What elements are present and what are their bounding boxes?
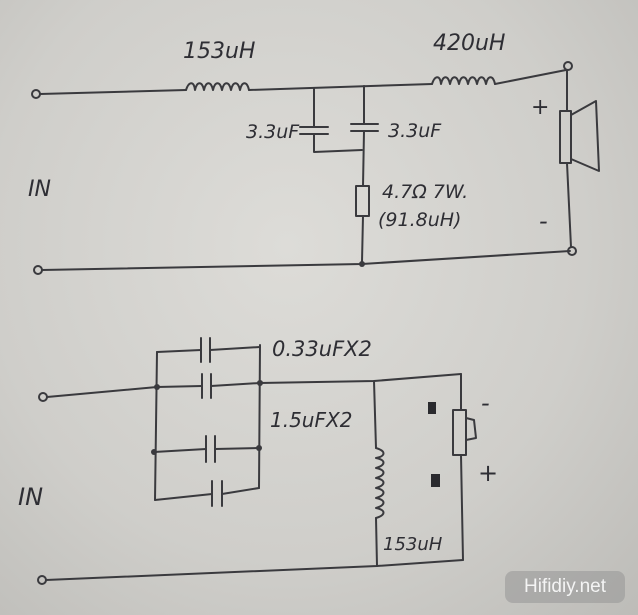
lower-capacitor-3 xyxy=(205,435,216,463)
upper-input-label: IN xyxy=(28,177,51,202)
upper-capacitor-2-label: 3.3uF xyxy=(388,120,442,142)
watermark-label: Hifidiy.net xyxy=(505,571,625,603)
lower-capacitor-2 xyxy=(201,373,212,399)
upper-capacitor-2 xyxy=(350,123,379,132)
upper-cap2-lead-bottom xyxy=(362,130,365,187)
upper-speaker-plus: + xyxy=(531,95,549,120)
upper-cap1-lead-bottom xyxy=(313,133,363,153)
upper-top-wire-c xyxy=(494,69,567,85)
lower-top-wire xyxy=(259,373,462,384)
lower-dark-mark-2 xyxy=(431,474,440,487)
upper-input-terminal-bottom xyxy=(33,265,43,275)
lower-inductor-lead-bottom xyxy=(375,517,378,567)
lower-circuit: 0.33uFX2 1.5uFX2 153uH IN - + xyxy=(18,337,498,585)
upper-inductor-2 xyxy=(431,76,496,85)
lower-speaker-minus: - xyxy=(481,389,490,417)
upper-inductor-1 xyxy=(185,82,250,91)
lower-input-wire xyxy=(46,386,158,398)
lower-inductor-label: 153uH xyxy=(383,534,443,555)
upper-output-terminal-top xyxy=(563,61,573,71)
upper-resistor-lead xyxy=(361,215,364,263)
upper-circuit: 153uH 420uH 3.3uF 3.3uF 4.7Ω 7W. (91.8uH… xyxy=(28,31,600,275)
upper-inductor-2-label: 420uH xyxy=(433,31,505,56)
lower-input-terminal-top xyxy=(38,392,48,402)
lower-cap-row-1-wire xyxy=(156,346,261,353)
upper-resistor-note: (91.8uH) xyxy=(378,209,461,231)
lower-inductor-lead-top xyxy=(373,380,377,449)
lower-cap-bank-left-rail xyxy=(154,351,158,501)
upper-bottom-wire xyxy=(41,250,571,271)
upper-top-wire-a xyxy=(39,89,187,95)
upper-inductor-1-label: 153uH xyxy=(183,39,255,64)
lower-capacitor-1 xyxy=(200,337,211,363)
lower-capacitor-large-label: 1.5uFX2 xyxy=(270,408,352,432)
lower-input-terminal-bottom xyxy=(37,575,47,585)
upper-speaker-lead-bottom xyxy=(566,162,572,248)
lower-cap-row-3-wire xyxy=(153,447,260,453)
lower-speaker-lead-bottom xyxy=(460,454,464,561)
lower-speaker-icon xyxy=(452,409,477,456)
upper-top-wire-b xyxy=(248,83,433,91)
lower-input-label: IN xyxy=(18,483,43,511)
lower-dark-mark-1 xyxy=(428,402,436,414)
lower-cap-row-2-wire xyxy=(156,382,261,388)
lower-bottom-wire xyxy=(45,559,464,581)
upper-capacitor-1 xyxy=(299,126,329,135)
upper-speaker-minus: - xyxy=(539,207,548,235)
upper-resistor-label: 4.7Ω 7W. xyxy=(382,181,468,203)
upper-input-terminal-top xyxy=(31,89,41,99)
lower-speaker-plus: + xyxy=(478,459,498,487)
lower-shunt-inductor xyxy=(375,447,385,519)
lower-capacitor-4 xyxy=(211,480,223,507)
lower-cap-row-4-wire xyxy=(154,487,260,501)
upper-capacitor-1-label: 3.3uF xyxy=(246,121,300,143)
lower-cap-bank-right-rail xyxy=(258,344,261,489)
upper-resistor xyxy=(355,185,370,217)
upper-speaker-icon xyxy=(559,100,600,172)
lower-capacitor-small-label: 0.33uFX2 xyxy=(272,337,372,361)
